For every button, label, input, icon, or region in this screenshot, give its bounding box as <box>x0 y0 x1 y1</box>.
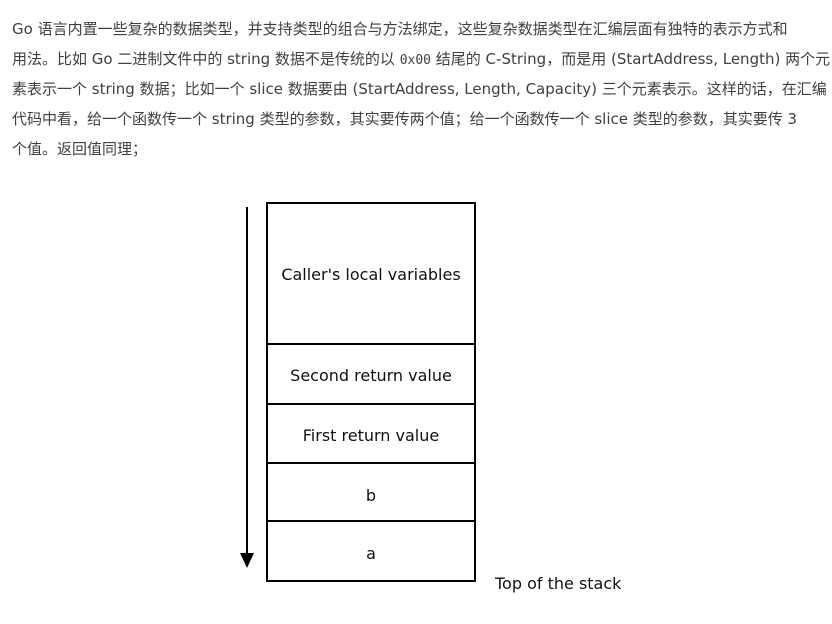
article-paragraph: Go 语言内置一些复杂的数据类型，并支持类型的组合与方法绑定，这些复杂数据类型在… <box>12 14 832 164</box>
article-line-2-start: 用法。比如 Go 二进制文件中的 string 数据不是传统的以 <box>12 50 400 68</box>
block-arg-a: a <box>366 544 376 563</box>
top-of-stack-label: Top of the stack <box>494 574 622 593</box>
article-line-5: 个值。返回值同理； <box>12 140 148 158</box>
arrow-head-icon <box>240 553 254 568</box>
stack-frame <box>266 202 476 582</box>
article-line-2: 用法。比如 Go 二进制文件中的 string 数据不是传统的以 0x00 结尾… <box>12 44 832 74</box>
block-first-return: First return value <box>303 426 439 445</box>
block-caller-locals: Caller's local variables <box>281 265 460 284</box>
block-second-return: Second return value <box>290 366 452 385</box>
block-arg-b: b <box>366 486 376 505</box>
inline-code: 0x00 <box>399 53 432 68</box>
article-line-1: Go 语言内置一些复杂的数据类型，并支持类型的组合与方法绑定，这些复杂数据类型在… <box>12 20 788 38</box>
article-line-3: 素表示一个 string 数据；比如一个 slice 数据要由 (StartAd… <box>12 80 827 98</box>
article-line-4: 代码中看，给一个函数传一个 string 类型的参数，其实要传两个值；给一个函数… <box>12 110 798 128</box>
article-line-2-end: 结尾的 C-String，而是用 (StartAddress, Length) … <box>431 50 831 68</box>
